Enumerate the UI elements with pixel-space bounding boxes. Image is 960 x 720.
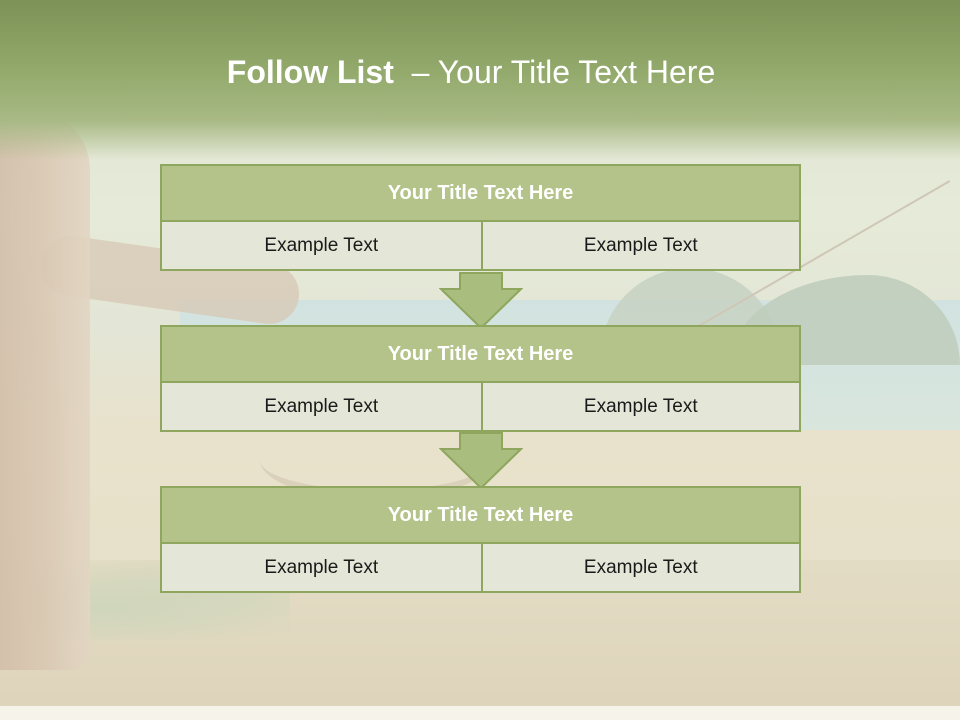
list-block-1: Your Title Text Here Example Text Exampl… bbox=[160, 164, 801, 271]
title-band bbox=[0, 0, 960, 160]
list-block-row: Example Text Example Text bbox=[160, 222, 801, 271]
list-block-cell-right[interactable]: Example Text bbox=[480, 544, 801, 593]
list-block-cell-left[interactable]: Example Text bbox=[160, 544, 481, 593]
background-bottom-edge bbox=[0, 706, 960, 720]
slide-title-bold: Follow List bbox=[226, 54, 394, 90]
list-block-cell-right[interactable]: Example Text bbox=[480, 383, 801, 432]
slide-title-rest: – Your Title Text Here bbox=[393, 54, 716, 90]
list-block-cell-right[interactable]: Example Text bbox=[480, 222, 801, 271]
list-block-title[interactable]: Your Title Text Here bbox=[160, 486, 801, 544]
list-block-row: Example Text Example Text bbox=[160, 383, 801, 432]
list-block-3: Your Title Text Here Example Text Exampl… bbox=[160, 486, 801, 593]
list-block-cell-left[interactable]: Example Text bbox=[160, 222, 481, 271]
list-block-title[interactable]: Your Title Text Here bbox=[160, 325, 801, 383]
list-block-cell-left[interactable]: Example Text bbox=[160, 383, 481, 432]
down-arrow-icon bbox=[439, 272, 523, 330]
list-block-row: Example Text Example Text bbox=[160, 544, 801, 593]
list-block-title[interactable]: Your Title Text Here bbox=[160, 164, 801, 222]
background-tree bbox=[0, 110, 90, 670]
slide-title: Follow List – Your Title Text Here bbox=[0, 54, 942, 91]
list-block-2: Your Title Text Here Example Text Exampl… bbox=[160, 325, 801, 432]
down-arrow-icon bbox=[439, 432, 523, 490]
